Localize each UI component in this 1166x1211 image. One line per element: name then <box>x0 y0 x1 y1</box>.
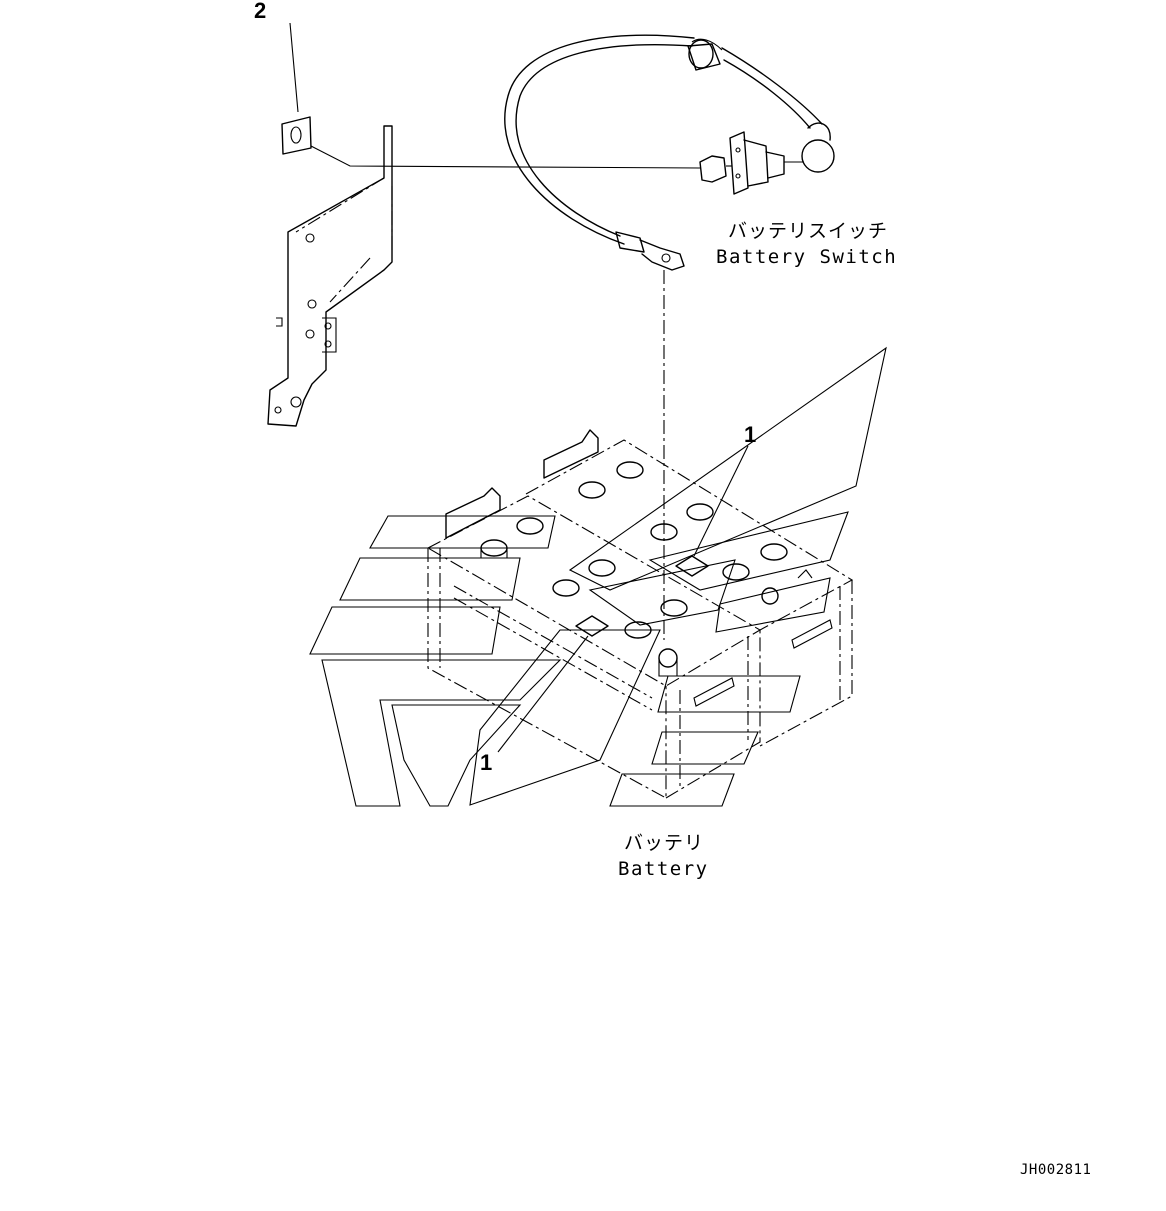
leader-item-1-upper <box>693 445 749 557</box>
callout-item-1-upper: 1 <box>744 422 757 447</box>
callout-item-1-lower: 1 <box>480 750 493 775</box>
cable-terminal <box>615 231 685 271</box>
battery-label-jp: バッテリ <box>624 832 705 854</box>
watermark-logo <box>309 346 887 807</box>
leader-to-switch <box>310 145 701 169</box>
leader-item-1-lower <box>497 635 589 753</box>
battery-cable <box>504 34 835 245</box>
battery-switch-label-jp: バッテリスイッチ <box>728 220 889 242</box>
battery-rear <box>525 429 854 747</box>
drawing-number: JH002811 <box>1020 1162 1092 1178</box>
battery-front <box>426 487 762 799</box>
battery-label-en: Battery <box>618 858 709 880</box>
callout-item-2: 2 <box>254 0 267 23</box>
decal-item-1-upper <box>675 555 709 577</box>
battery-switch-label-en: Battery Switch <box>716 246 898 268</box>
decal-item-1-lower <box>575 615 609 637</box>
battery-switch-body <box>699 131 804 195</box>
leader-item-2 <box>289 22 299 113</box>
switch-bracket <box>267 125 393 427</box>
decal-item-2 <box>281 116 312 155</box>
